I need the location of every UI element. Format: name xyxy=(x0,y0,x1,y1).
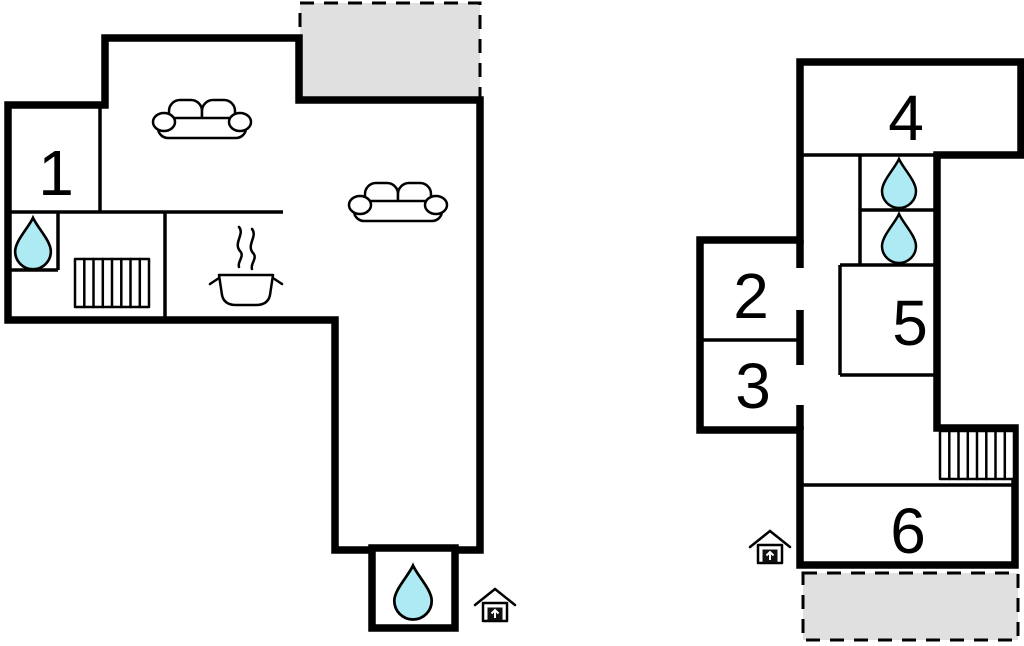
room-label-2: 2 xyxy=(733,260,769,332)
room-label-4: 4 xyxy=(888,82,924,154)
room-label-3: 3 xyxy=(735,350,771,422)
staircase-icon xyxy=(73,257,151,309)
steam-icon xyxy=(249,227,256,271)
room-label-5: 5 xyxy=(892,287,928,359)
upper-terrace-area xyxy=(801,571,1020,642)
ground-floor-plan: 1 xyxy=(4,1,517,632)
staircase-icon xyxy=(938,429,1016,481)
steam-icon xyxy=(236,225,243,269)
ground-terrace-area xyxy=(298,1,482,101)
room-label-1: 1 xyxy=(38,137,74,209)
room-label-6: 6 xyxy=(890,495,926,567)
entrance-icon xyxy=(473,587,517,623)
ground-interior-walls xyxy=(8,105,283,320)
upper-floor-plan: 2 3 4 5 6 xyxy=(696,58,1024,642)
entrance-icon xyxy=(748,529,792,565)
upper-interior-walls xyxy=(700,153,1015,487)
stove-pot-icon xyxy=(208,225,284,307)
